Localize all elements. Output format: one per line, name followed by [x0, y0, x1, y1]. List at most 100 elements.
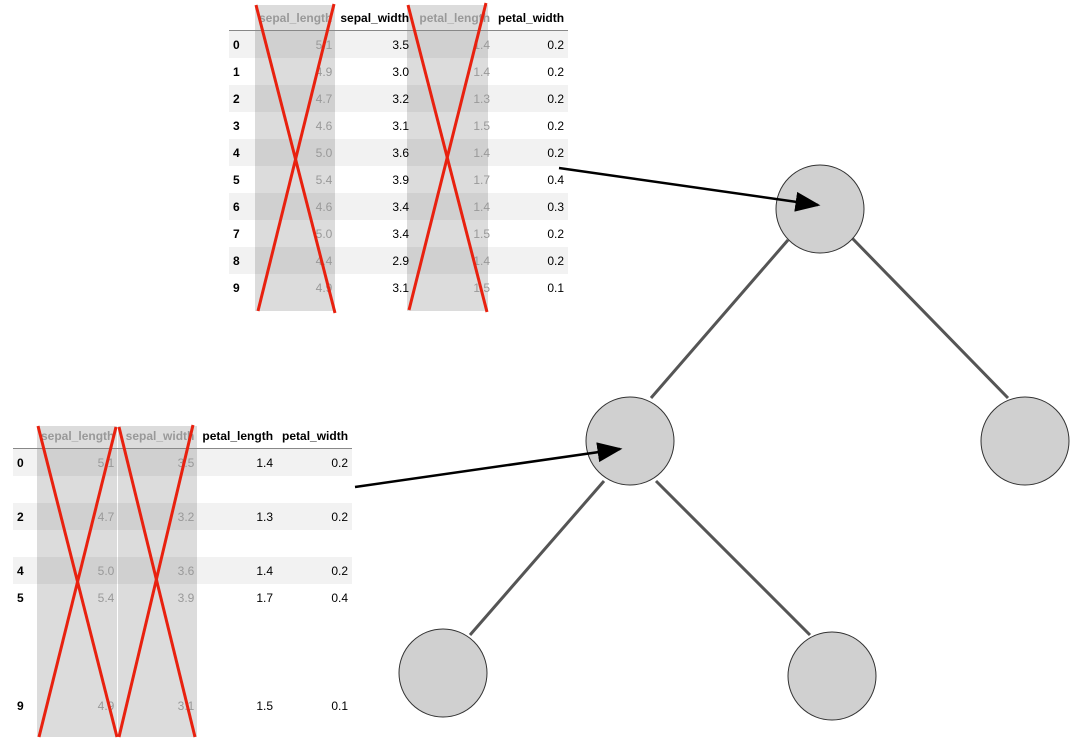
row-index: 0 [229, 30, 255, 58]
tree-node-right [980, 396, 1070, 486]
table-cell: 1.5 [256, 698, 274, 713]
table-row: 7 5.0 3.4 1.5 0.2 [229, 220, 568, 247]
tree-node-left-left [398, 628, 488, 718]
row-index: 2 [229, 85, 255, 112]
row-index: 2 [13, 503, 37, 530]
table-cell: 4.7 [37, 503, 119, 530]
tree-edge [468, 480, 606, 636]
table-cell: 1.4 [413, 30, 495, 58]
row-index: 9 [17, 698, 24, 713]
table-cell: 4.6 [255, 193, 337, 220]
table-cell: 4.6 [315, 118, 333, 133]
table-cell: 3.1 [392, 280, 410, 295]
table-cell: 0.1 [331, 698, 349, 713]
row-index: 8 [229, 247, 255, 274]
row-index: 4 [229, 139, 255, 166]
table-row: 5 5.4 3.9 1.7 0.4 [229, 166, 568, 193]
row-index: 5 [17, 590, 24, 605]
tree-node-left [585, 396, 675, 486]
row-index: 6 [229, 193, 255, 220]
row-index: 4 [13, 557, 37, 584]
tree-node-root [775, 164, 865, 254]
table-cell: 3.2 [118, 503, 199, 530]
table-cell: 0.2 [494, 85, 569, 112]
table-cell: 0.2 [547, 226, 565, 241]
table-cell: 3.2 [336, 85, 414, 112]
table-cell: 0.2 [494, 30, 569, 58]
row-index: 3 [233, 118, 240, 133]
table-cell: 5.0 [315, 226, 333, 241]
table-cell: 4.7 [255, 85, 337, 112]
column-header: sepal_length [37, 424, 119, 449]
table-cell: 5.4 [97, 590, 115, 605]
table-row: 5 5.4 3.9 1.7 0.4 [13, 584, 352, 611]
table-cell: 0.2 [277, 557, 353, 584]
tree-edge [654, 479, 812, 637]
arrow-to-left-node [354, 442, 623, 489]
table-cell: 1.3 [413, 85, 495, 112]
top-data-table: sepal_length sepal_width petal_length pe… [229, 6, 569, 301]
table-cell: 1.4 [413, 193, 495, 220]
table-cell: 1.4 [413, 139, 495, 166]
table-cell: 1.4 [413, 247, 495, 274]
table-cell: 3.9 [392, 172, 410, 187]
table-cell: 1.7 [473, 172, 491, 187]
index-header [13, 424, 37, 449]
table-cell: 1.4 [198, 448, 278, 476]
table-cell: 0.2 [277, 503, 353, 530]
table-cell: 2.9 [336, 247, 414, 274]
tree-edges [468, 236, 1010, 637]
cross-line [256, 3, 336, 312]
table-cell: 3.4 [336, 193, 414, 220]
table-cell: 0.1 [547, 280, 565, 295]
table-cell: 0.2 [494, 247, 569, 274]
table-cell: 0.4 [331, 590, 349, 605]
row-index: 7 [233, 226, 240, 241]
table-cell: 1.7 [256, 590, 274, 605]
row-index: 5 [233, 172, 240, 187]
tree-node-left-right [787, 631, 877, 721]
table-cell: 0.4 [547, 172, 565, 187]
tree-edge [649, 239, 790, 399]
table-cell: 3.6 [336, 139, 414, 166]
tree-edge [850, 236, 1010, 400]
table-cell: 3.4 [392, 226, 410, 241]
table-cell: 3.9 [177, 590, 195, 605]
column-header: sepal_width [118, 424, 199, 449]
drop-cross-marks [36, 2, 489, 738]
table-cell: 0.2 [277, 448, 353, 476]
row-index: 9 [233, 280, 240, 295]
table-cell: 4.9 [315, 64, 333, 79]
column-header: petal_width [277, 424, 353, 449]
table-cell: 5.4 [315, 172, 333, 187]
index-header [229, 6, 255, 31]
row-index: 0 [13, 448, 37, 476]
cross-line [117, 424, 195, 738]
table-cell: 1.4 [473, 64, 491, 79]
arrow-to-root [558, 166, 821, 212]
table-cell: 1.5 [473, 226, 491, 241]
table-cell: 3.0 [392, 64, 410, 79]
column-header: petal_length [198, 424, 278, 449]
table-cell: 3.5 [336, 30, 414, 58]
table-cell: 0.2 [547, 118, 565, 133]
cross-line [407, 2, 488, 311]
table-cell: 0.2 [494, 139, 569, 166]
cross-line [37, 426, 118, 738]
table-cell: 0.3 [494, 193, 569, 220]
table-cell: 1.5 [473, 118, 491, 133]
column-header: petal_width [494, 6, 569, 31]
bottom-data-table: sepal_length sepal_width petal_length pe… [13, 424, 353, 719]
table-cell: 1.3 [198, 503, 278, 530]
table-cell: 1.4 [198, 557, 278, 584]
column-header: sepal_length [255, 6, 337, 31]
